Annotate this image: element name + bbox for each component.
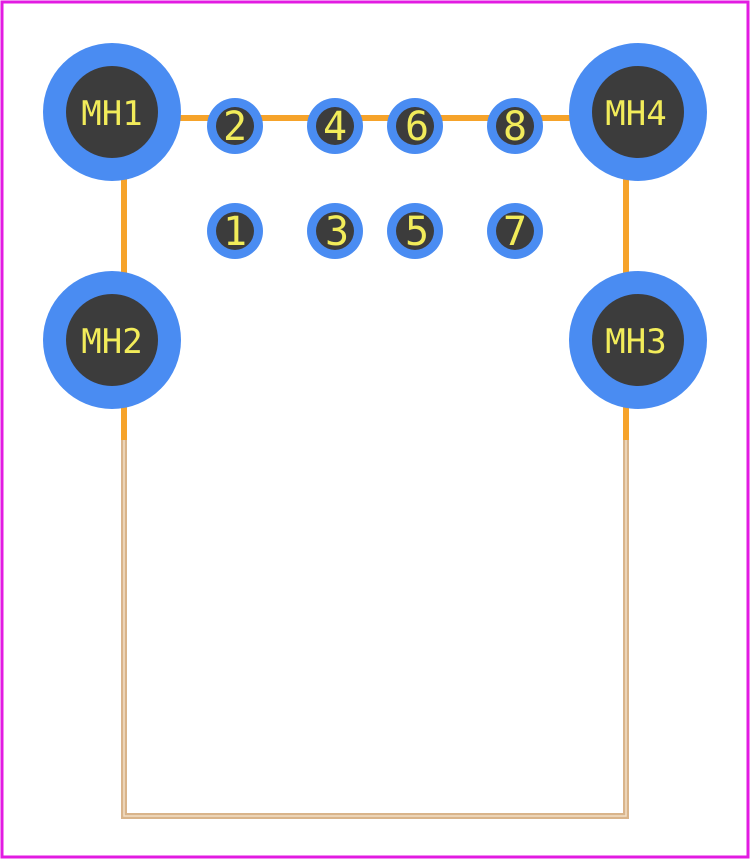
mounting-hole-mh3[interactable]: MH3	[569, 271, 707, 409]
pin-5[interactable]: 5	[387, 203, 443, 259]
pin-label: 7	[503, 209, 527, 255]
pin-label: 8	[503, 104, 527, 150]
pin-6[interactable]: 6	[387, 98, 443, 154]
mounting-hole-mh4[interactable]: MH4	[569, 43, 707, 181]
pin-8[interactable]: 8	[487, 98, 543, 154]
pin-label: 2	[223, 104, 247, 150]
mounting-hole-label: MH4	[605, 94, 666, 134]
pin-2[interactable]: 2	[207, 98, 263, 154]
pin-label: 3	[325, 209, 349, 255]
pin-1[interactable]: 1	[207, 203, 263, 259]
pin-4[interactable]: 4	[307, 98, 363, 154]
mounting-hole-label: MH3	[605, 322, 666, 362]
mounting-hole-mh1[interactable]: MH1	[43, 43, 181, 181]
mounting-hole-label: MH1	[81, 94, 142, 134]
pin-label: 1	[223, 209, 247, 255]
pin-7[interactable]: 7	[487, 203, 543, 259]
pin-label: 6	[405, 104, 429, 150]
pin-3[interactable]: 3	[307, 203, 363, 259]
pin-label: 5	[405, 209, 429, 255]
pin-label: 4	[323, 104, 347, 150]
mounting-hole-label: MH2	[81, 322, 142, 362]
mounting-hole-mh2[interactable]: MH2	[43, 271, 181, 409]
courtyard-outline	[121, 438, 629, 819]
